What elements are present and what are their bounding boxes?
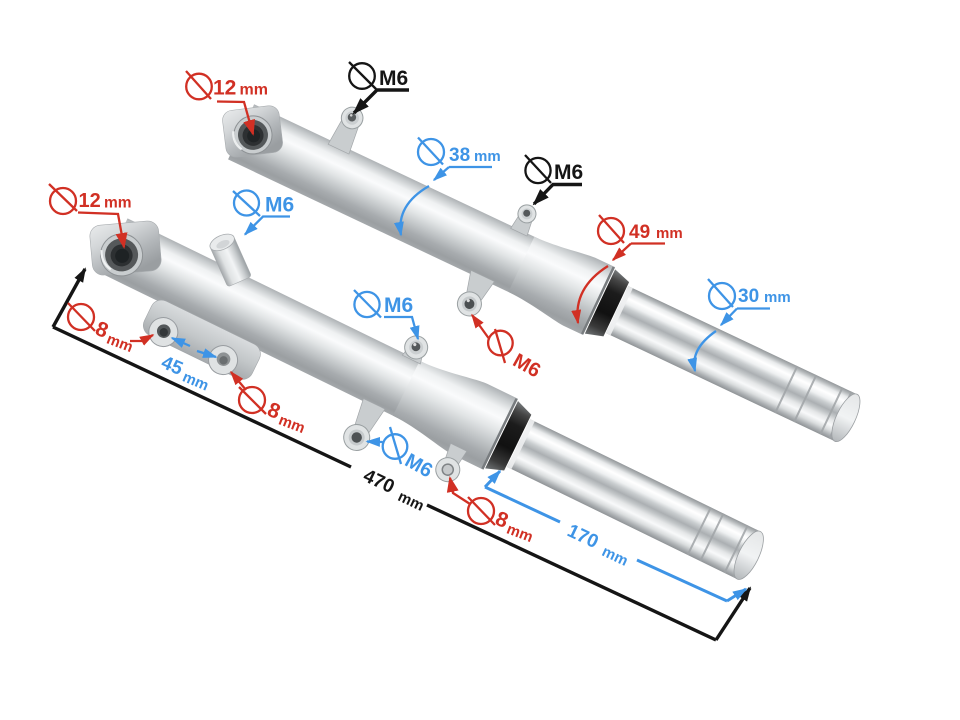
svg-text:30: 30 — [738, 286, 759, 307]
svg-text:M6: M6 — [265, 194, 294, 217]
svg-text:M6: M6 — [379, 67, 408, 90]
svg-text:M6: M6 — [384, 294, 413, 317]
svg-text:38: 38 — [449, 145, 470, 166]
svg-text:mm: mm — [764, 289, 791, 306]
svg-text:M6: M6 — [554, 161, 583, 184]
svg-text:49: 49 — [629, 222, 650, 243]
svg-text:12: 12 — [79, 190, 101, 212]
svg-text:mm: mm — [656, 225, 683, 242]
svg-text:mm: mm — [240, 82, 268, 99]
svg-text:mm: mm — [104, 195, 132, 212]
svg-text:mm: mm — [474, 148, 501, 165]
svg-text:12: 12 — [213, 77, 236, 100]
